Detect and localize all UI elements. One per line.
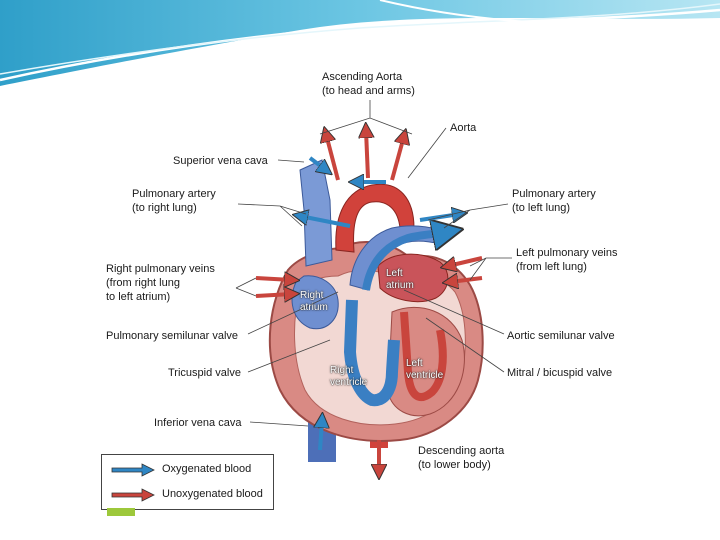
label-aorta: Aorta	[450, 122, 477, 134]
leader-lines	[235, 100, 512, 427]
chamber-right-ventricle: Right ventricle	[330, 365, 368, 388]
legend-row-unoxygenated: Unoxygenated blood	[110, 485, 270, 505]
right-ventricle-flow-arrow	[344, 299, 400, 407]
label-pulmonary-semilunar-valve: Pulmonary semilunar valve	[106, 330, 239, 342]
blue-arrow-icon	[111, 463, 155, 477]
pulmonary-flow-arrow	[362, 232, 448, 291]
legend: Oxygenated blood Unoxygenated blood	[101, 454, 274, 510]
chamber-right-atrium: Right atrium	[300, 290, 328, 313]
label-pulmonary-artery-right: Pulmonary artery (to right lung)	[132, 188, 216, 214]
left-pulmonary-vein-arrow-2	[450, 278, 483, 282]
ascending-aorta-arrow-1	[326, 134, 340, 181]
chamber-left-atrium: Left atrium	[386, 268, 414, 291]
chamber-left-ventricle: Left ventricle	[406, 358, 444, 381]
red-arrow-icon	[111, 488, 155, 502]
label-tricuspid-valve: Tricuspid valve	[168, 367, 241, 379]
label-right-pulmonary-veins: Right pulmonary veins (from right lung t…	[106, 263, 215, 303]
label-inferior-vena-cava: Inferior vena cava	[154, 417, 242, 429]
decorative-green-bar	[107, 508, 135, 516]
legend-label-unoxygenated: Unoxygenated blood	[162, 488, 263, 500]
label-descending-aorta: Descending aorta (to lower body)	[418, 445, 505, 471]
label-mitral-valve: Mitral / bicuspid valve	[507, 367, 613, 379]
ascending-aorta-arrow-3	[390, 136, 404, 181]
label-aortic-semilunar-valve: Aortic semilunar valve	[507, 330, 615, 342]
svc-flow-arrow	[308, 156, 326, 170]
label-left-pulmonary-veins: Left pulmonary veins (from left lung)	[516, 247, 618, 273]
legend-label-oxygenated: Oxygenated blood	[162, 463, 252, 475]
legend-row-oxygenated: Oxygenated blood	[110, 460, 270, 480]
superior-vena-cava-vessel	[299, 159, 333, 267]
ascending-aorta-arrow-2	[366, 130, 368, 179]
left-pulmonary-vein-arrow-1	[448, 256, 483, 266]
label-superior-vena-cava: Superior vena cava	[173, 155, 268, 167]
header-banner	[0, 0, 720, 86]
pulmonary-artery-right-arrow	[300, 216, 351, 228]
label-pulmonary-artery-left: Pulmonary artery (to left lung)	[512, 188, 596, 214]
ivc-flow-arrow	[320, 420, 322, 451]
right-pulmonary-vein-arrow-2	[255, 294, 292, 296]
label-ascending-aorta: Ascending Aorta (to head and arms)	[322, 71, 415, 97]
left-ventricle-flow-arrow	[400, 311, 447, 401]
right-pulmonary-vein-arrow-1	[255, 278, 292, 280]
